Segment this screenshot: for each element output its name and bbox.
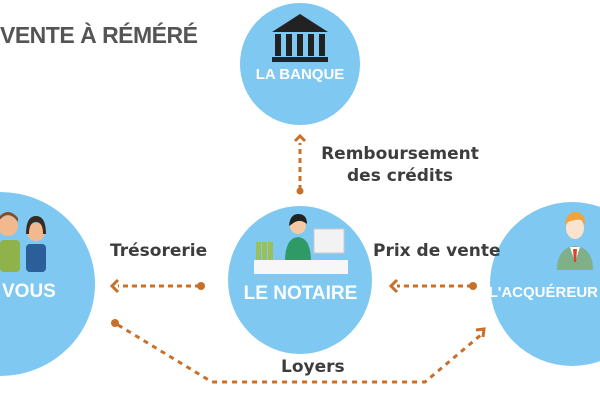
- repayment-arrow: [293, 133, 307, 190]
- you-node: [0, 192, 95, 376]
- sale-price-label: Prix de vente: [373, 241, 501, 261]
- you-label: VOUS: [2, 281, 56, 302]
- treasury-arrow: [109, 278, 200, 294]
- buyer-label: L'ACQUÉREUR: [488, 284, 598, 301]
- treasury-label: Trésorerie: [110, 241, 208, 261]
- page-title: VENTE À RÉMÉRÉ: [0, 22, 198, 48]
- repayment-label: Remboursement des crédits: [316, 143, 484, 187]
- repayment-line2: des crédits: [347, 166, 453, 186]
- buyer-node: [490, 202, 600, 366]
- repayment-line1: Remboursement: [321, 144, 479, 164]
- rent-arrow: [117, 323, 486, 384]
- bank-node: [240, 3, 360, 125]
- notary-label: LE NOTAIRE: [243, 283, 358, 304]
- sale-price-arrow: [388, 278, 472, 294]
- rent-label: Loyers: [281, 357, 345, 377]
- bank-label: LA BANQUE: [255, 66, 345, 83]
